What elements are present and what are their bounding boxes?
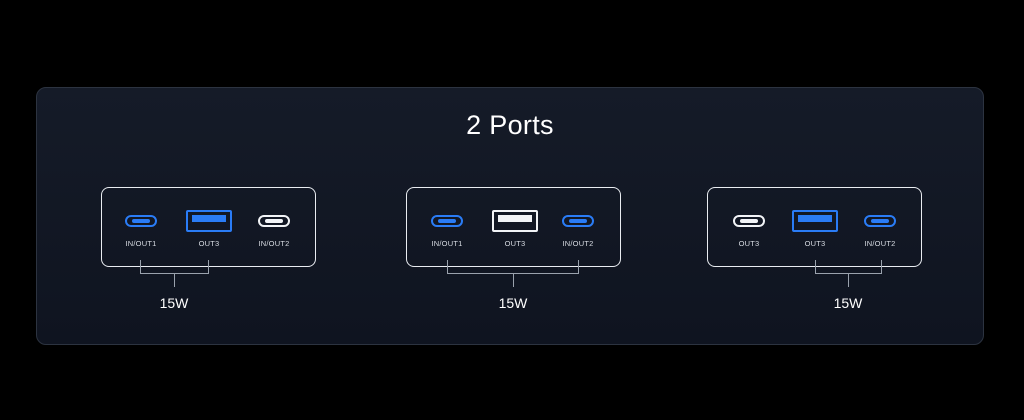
port-label: OUT3	[738, 239, 760, 248]
power-output-label: 15W	[833, 295, 863, 311]
power-bank-config-2: IN/OUT1 OUT3 IN/OUT2	[406, 187, 621, 267]
connector-stem	[848, 274, 849, 287]
port-label: IN/OUT1	[125, 239, 157, 248]
usb-c-port-icon	[431, 215, 463, 227]
connector-stem	[513, 274, 514, 287]
power-bank-config-3: OUT3 OUT3 IN/OUT2	[707, 187, 922, 267]
port-label: IN/OUT2	[562, 239, 594, 248]
connector-bracket	[447, 260, 579, 274]
port-label: OUT3	[504, 239, 526, 248]
port-label: IN/OUT2	[258, 239, 290, 248]
connector-stem	[174, 274, 175, 287]
port-label: IN/OUT1	[431, 239, 463, 248]
port-label: OUT3	[804, 239, 826, 248]
usb-a-port-icon	[186, 210, 232, 232]
panel-title: 2 Ports	[466, 110, 554, 140]
usb-c-port-icon	[258, 215, 290, 227]
port-label: OUT3	[198, 239, 220, 248]
usb-c-port-icon	[125, 215, 157, 227]
usb-c-port-icon	[864, 215, 896, 227]
connector-bracket	[140, 260, 209, 274]
usb-a-port-icon	[792, 210, 838, 232]
usb-a-port-icon	[492, 210, 538, 232]
usb-c-port-icon	[562, 215, 594, 227]
power-output-label: 15W	[159, 295, 189, 311]
connector-bracket	[815, 260, 882, 274]
power-output-label: 15W	[498, 295, 528, 311]
power-bank-config-1: IN/OUT1 OUT3 IN/OUT2	[101, 187, 316, 267]
usb-c-port-icon	[733, 215, 765, 227]
port-label: IN/OUT2	[864, 239, 896, 248]
port-configurations-panel: 2 Ports IN/OUT1 OUT3 IN/OUT2 15W IN/OUT1…	[36, 87, 984, 345]
